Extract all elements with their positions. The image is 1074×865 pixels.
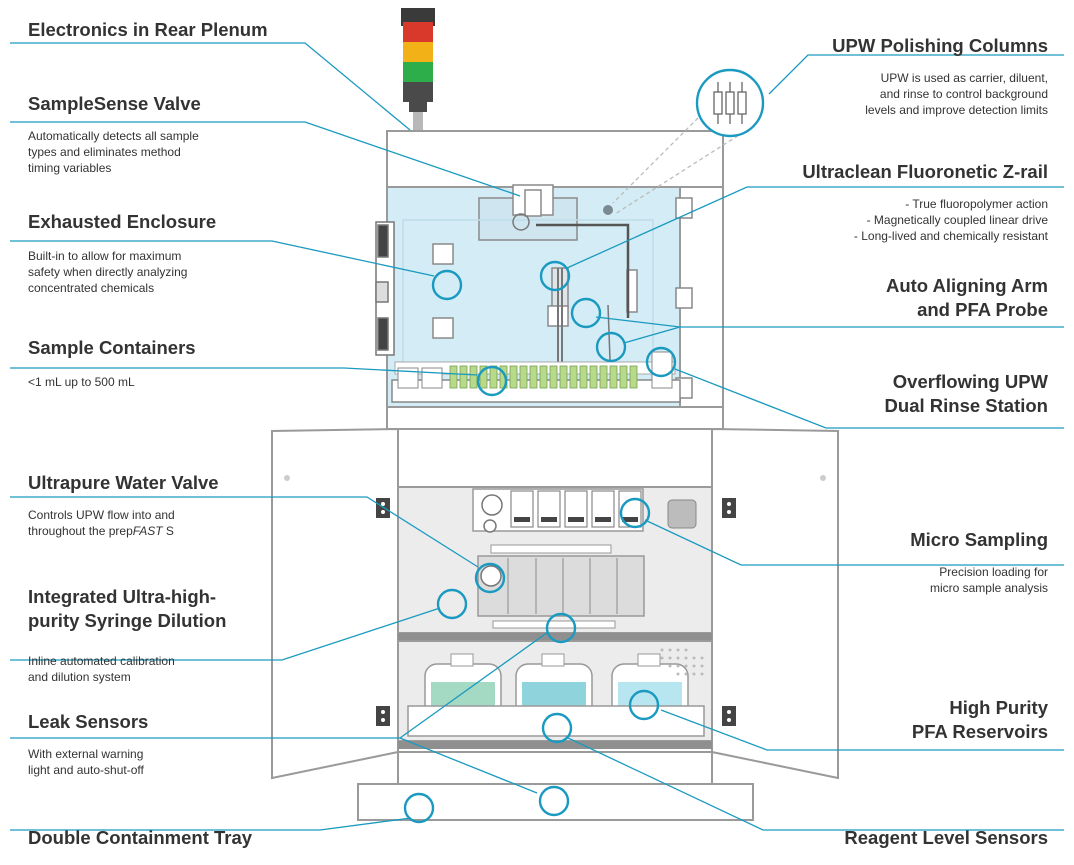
label-exhausted: Exhausted Enclosure Built-in to allow fo… (28, 210, 308, 296)
reservoirs-title: High Purity PFA Reservoirs (911, 697, 1048, 742)
exhausted-desc: Built-in to allow for maximum safety whe… (28, 249, 188, 295)
label-arm: Auto Aligning Arm and PFA Probe (748, 274, 1048, 322)
label-leak: Leak Sensors With external warning light… (28, 710, 308, 778)
label-rinse: Overflowing UPW Dual Rinse Station (748, 370, 1048, 418)
label-samplesense: SampleSense Valve Automatically detects … (28, 92, 308, 176)
zrail-title: Ultraclean Fluoronetic Z-rail (802, 161, 1048, 182)
arm-title: Auto Aligning Arm and PFA Probe (885, 275, 1048, 320)
upw-valve-desc-text: Controls UPW flow into and throughout th… (28, 508, 175, 538)
tray-title: Double Containment Tray (28, 827, 253, 848)
rinse-title: Overflowing UPW Dual Rinse Station (884, 371, 1048, 416)
callout-lines (10, 42, 1064, 831)
green-light (403, 62, 433, 82)
label-upw-valve: Ultrapure Water Valve Controls UPW flow … (28, 471, 328, 539)
callout-markers (403, 260, 677, 824)
polishing-title: UPW Polishing Columns (832, 35, 1048, 56)
lower-cabinet (271, 427, 839, 821)
label-reagent: Reagent Level Sensors (748, 826, 1048, 850)
label-syringe: Integrated Ultra-high- purity Syringe Di… (28, 585, 328, 685)
polishing-columns-zoom (695, 68, 765, 138)
upw-valve-desc: Controls UPW flow into and throughout th… (28, 507, 328, 539)
polishing-desc: UPW is used as carrier, diluent, and rin… (865, 71, 1048, 117)
reagent-title: Reagent Level Sensors (844, 827, 1048, 848)
leak-desc: With external warning light and auto-shu… (28, 747, 144, 777)
label-containers: Sample Containers <1 mL up to 500 mL (28, 336, 308, 390)
status-light-tower (401, 8, 435, 132)
label-polishing: UPW Polishing Columns UPW is used as car… (748, 34, 1048, 118)
label-micro: Micro Sampling Precision loading for mic… (748, 528, 1048, 596)
label-reservoirs: High Purity PFA Reservoirs (748, 696, 1048, 744)
syringe-title: Integrated Ultra-high- purity Syringe Di… (28, 586, 227, 631)
micro-desc: Precision loading for micro sample analy… (929, 565, 1048, 595)
containers-desc: <1 mL up to 500 mL (28, 375, 135, 389)
amber-light (403, 42, 433, 62)
leak-title: Leak Sensors (28, 711, 149, 732)
electronics-title: Electronics in Rear Plenum (28, 19, 268, 40)
sample-rack (391, 351, 681, 403)
exhausted-title: Exhausted Enclosure (28, 211, 217, 232)
upw-valve-desc-suffix: S (162, 524, 174, 538)
upw-valve-desc-brand: FAST (132, 524, 163, 538)
micro-title: Micro Sampling (910, 529, 1048, 550)
syringe-desc: Inline automated calibration and dilutio… (28, 654, 175, 684)
samplesense-desc: Automatically detects all sample types a… (28, 129, 199, 175)
red-light (403, 22, 433, 42)
label-zrail: Ultraclean Fluoronetic Z-rail - True flu… (728, 160, 1048, 244)
label-electronics: Electronics in Rear Plenum (28, 18, 328, 42)
zrail-desc: - True fluoropolymer action - Magnetical… (853, 197, 1048, 243)
samplesense-title: SampleSense Valve (28, 93, 201, 114)
label-tray: Double Containment Tray (28, 826, 328, 850)
upw-valve-title: Ultrapure Water Valve (28, 472, 219, 493)
containers-title: Sample Containers (28, 337, 196, 358)
